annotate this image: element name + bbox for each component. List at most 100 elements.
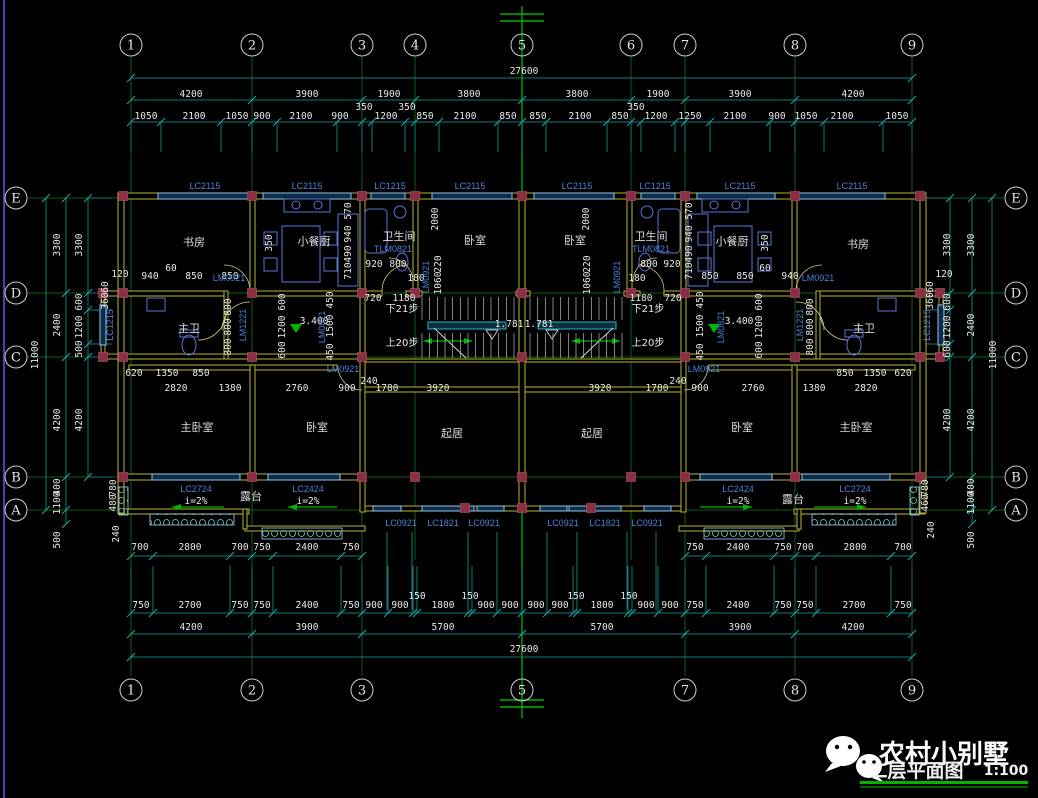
dim-text: 570 <box>684 202 695 219</box>
level-markers <box>290 324 720 340</box>
dim-tick <box>357 629 367 639</box>
dim-text: 240 <box>360 376 377 387</box>
dim-text: i=2% <box>727 496 750 507</box>
dim-text: 750 <box>686 600 703 611</box>
axis-bubble <box>350 33 374 57</box>
dim-text: 750 <box>796 600 813 611</box>
dim-text: 2760 <box>742 383 765 394</box>
dim-text: 750 <box>686 542 703 553</box>
dim-text: 1.781 <box>525 319 554 330</box>
dim-tick <box>61 472 71 482</box>
dim-text: 1180 <box>393 293 416 304</box>
column-marker <box>790 191 800 201</box>
dim-text: 900 <box>331 111 348 122</box>
column-marker <box>357 352 367 362</box>
drawing-title: 二层平面图 <box>868 760 963 782</box>
column-marker <box>410 472 420 482</box>
dim-text: 2400 <box>966 313 977 336</box>
dim-text: 3300 <box>942 233 953 256</box>
dim-tick <box>967 472 977 482</box>
dim-text: 2800 <box>179 542 202 553</box>
dim-text: 360 <box>100 292 111 309</box>
dim-text: 350 <box>760 234 771 251</box>
dim-text: 350 <box>398 102 415 113</box>
dim-text: 2400 <box>296 600 319 611</box>
dim-text: 800 <box>223 318 234 335</box>
dim-text: 2100 <box>569 111 592 122</box>
dim-tick <box>336 551 346 561</box>
dim-text: 600 <box>754 341 765 358</box>
dim-text: 850 <box>736 271 753 282</box>
dim-text: 940 <box>343 225 354 242</box>
dim-text: 4200 <box>966 408 977 431</box>
axis-bubble-label: D <box>11 287 21 302</box>
dim-text: 60 <box>100 281 111 293</box>
dim-text: 750 <box>253 542 270 553</box>
dim-text: 1900 <box>647 89 670 100</box>
axis-bubble <box>4 498 28 522</box>
dim-text: 850 <box>185 271 202 282</box>
window-door-label: LM0921 <box>802 273 835 283</box>
dim-text: 750 <box>253 600 270 611</box>
axis-bubble <box>783 33 807 57</box>
dim-text: 1.781 <box>495 319 524 330</box>
room-label: 主卫 <box>853 322 875 335</box>
wechat-icon <box>825 736 885 783</box>
dim-text: 920 <box>365 259 382 270</box>
dim-text: 3920 <box>427 383 450 394</box>
window-door-label: LC2424 <box>722 484 754 494</box>
window-door-label: LM0921 <box>327 364 360 374</box>
axis-bubble-label: A <box>10 504 21 519</box>
washbasin <box>877 297 897 312</box>
dim-text: 750 <box>342 542 359 553</box>
dim-text: 450 <box>325 291 336 308</box>
level-1781-triangle <box>485 329 499 340</box>
room-label: 卧室 <box>306 420 328 434</box>
dim-text: 750 <box>894 600 911 611</box>
dim-text: 850 <box>221 271 238 282</box>
dim-text: 3900 <box>729 622 752 633</box>
dim-text: 240 <box>111 525 122 542</box>
room-label: 主卧室 <box>840 420 873 434</box>
watermark: 农村小别墅 二层平面图 1:100 <box>825 736 1029 788</box>
dim-text: 2820 <box>165 383 188 394</box>
axis-bubble <box>4 465 28 489</box>
dim-text: 1060 <box>433 271 444 294</box>
dim-tick <box>701 551 711 561</box>
dim-text: 900 <box>338 383 355 394</box>
dim-tick <box>987 193 997 203</box>
window-door-label: LM0921 <box>421 261 431 294</box>
column-marker <box>98 352 108 362</box>
column-marker <box>357 288 367 298</box>
axis-bubble <box>1004 281 1028 305</box>
axis-bubble <box>119 33 143 57</box>
column-marker <box>118 288 128 298</box>
window-door-label: LM0821 <box>716 311 726 344</box>
room-label: 主卧室 <box>181 420 214 434</box>
dim-text: 2820 <box>855 383 878 394</box>
dim-tick <box>61 519 71 529</box>
dim-text: 1050 <box>795 111 818 122</box>
dim-tick <box>967 352 977 362</box>
column-marker <box>410 191 420 201</box>
dim-tick <box>61 288 71 298</box>
dim-text: 4200 <box>180 89 203 100</box>
axis-bubble <box>240 678 264 702</box>
dim-text: 下21步 <box>386 303 419 315</box>
axis-bubble-label: 3 <box>358 39 366 54</box>
dim-text: 710 <box>684 262 695 279</box>
axis-bubble-label: 1 <box>127 39 135 54</box>
dim-text: 900 <box>551 600 568 611</box>
dim-text: 60 <box>759 263 771 274</box>
bathtub <box>364 208 388 254</box>
window-door-label: LC2115 <box>190 181 221 191</box>
dim-text: 850 <box>499 111 516 122</box>
dim-tick <box>148 551 158 561</box>
dim-text: 600 <box>942 293 953 310</box>
dim-tick <box>680 629 690 639</box>
axis-bubble <box>900 678 924 702</box>
axis-bubble <box>619 33 643 57</box>
dim-tick <box>886 551 896 561</box>
level-3400-triangle <box>708 324 720 333</box>
